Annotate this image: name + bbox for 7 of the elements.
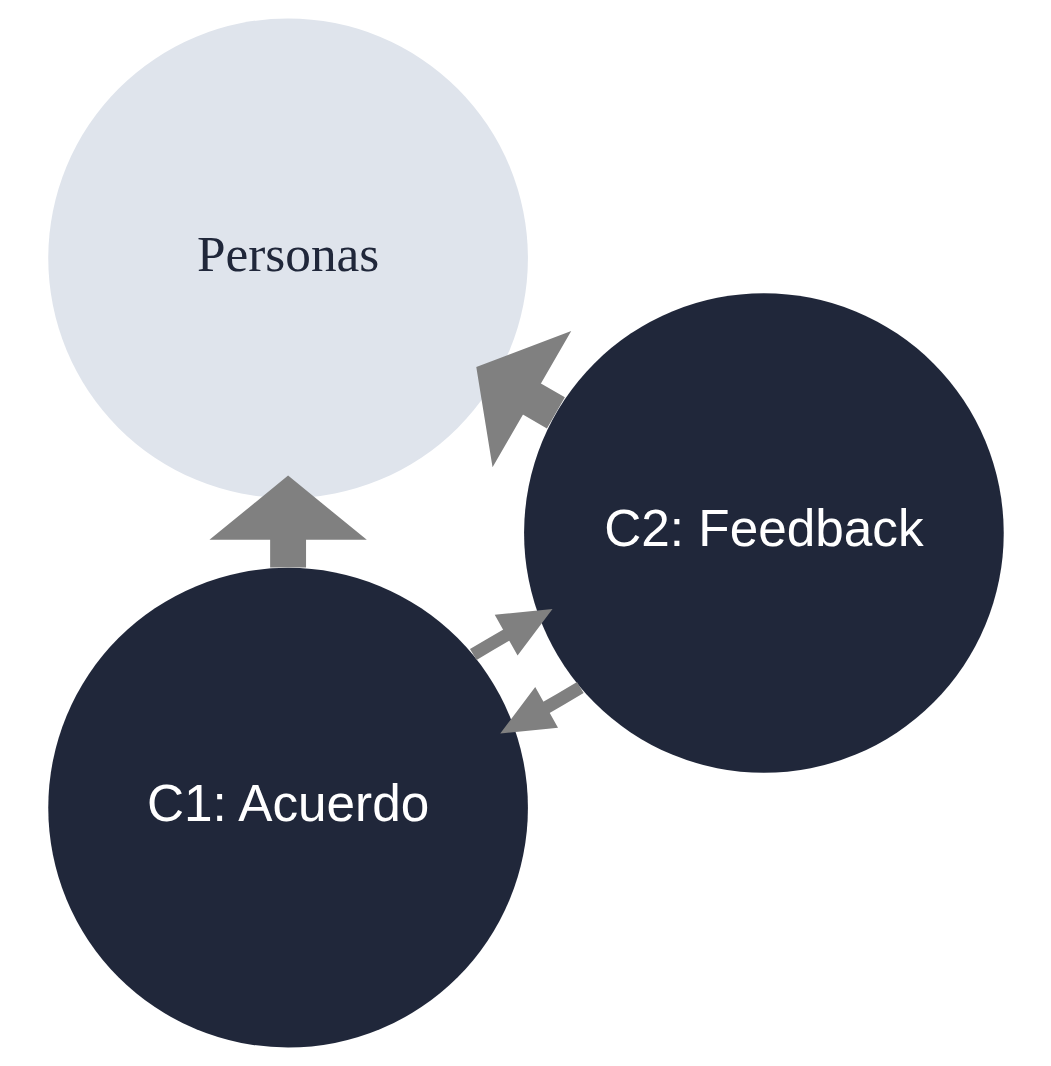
node-circle: C1: Acuerdo [47,567,528,1048]
node-circle: Personas [47,18,528,499]
node-circle: C2: Feedback [523,293,1004,773]
arrow [208,475,367,568]
arrow [469,609,552,661]
arrow [499,681,584,734]
arrow [475,330,571,468]
